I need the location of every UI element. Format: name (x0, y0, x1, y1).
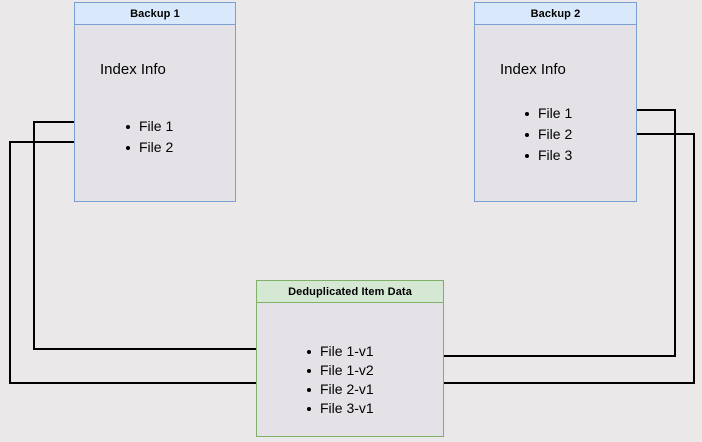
edge-backup2-file2-to-file2v1 (391, 133, 695, 387)
edge-backup1-file2-to-file2v1 (9, 141, 298, 387)
list-item[interactable]: File 3 (525, 145, 572, 166)
backup2-file-list: File 1 File 2 File 3 (525, 103, 572, 166)
backup1-title: Backup 1 (75, 3, 235, 25)
deduplicated-item-data-box[interactable]: Deduplicated Item Data File 1-v1 File 1-… (256, 280, 444, 437)
backup1-file-list: File 1 File 2 (126, 116, 173, 158)
list-item[interactable]: File 1 (126, 116, 173, 137)
backup2-index-info-label: Index Info (500, 61, 566, 78)
list-item[interactable]: File 2 (525, 124, 572, 145)
backup2-box[interactable]: Backup 2 Index Info File 1 File 2 File 3 (474, 2, 637, 202)
list-item[interactable]: File 1 (525, 103, 572, 124)
deduplicated-item-list: File 1-v1 File 1-v2 File 2-v1 File 3-v1 (307, 342, 374, 418)
list-item[interactable]: File 2-v1 (307, 380, 374, 399)
backup2-title: Backup 2 (475, 3, 636, 25)
list-item[interactable]: File 2 (126, 137, 173, 158)
list-item[interactable]: File 1-v1 (307, 342, 374, 361)
backup1-index-info-label: Index Info (100, 61, 166, 78)
deduplicated-item-data-title: Deduplicated Item Data (257, 281, 443, 303)
list-item[interactable]: File 1-v2 (307, 361, 374, 380)
list-item[interactable]: File 3-v1 (307, 399, 374, 418)
backup1-box[interactable]: Backup 1 Index Info File 1 File 2 (74, 2, 236, 202)
